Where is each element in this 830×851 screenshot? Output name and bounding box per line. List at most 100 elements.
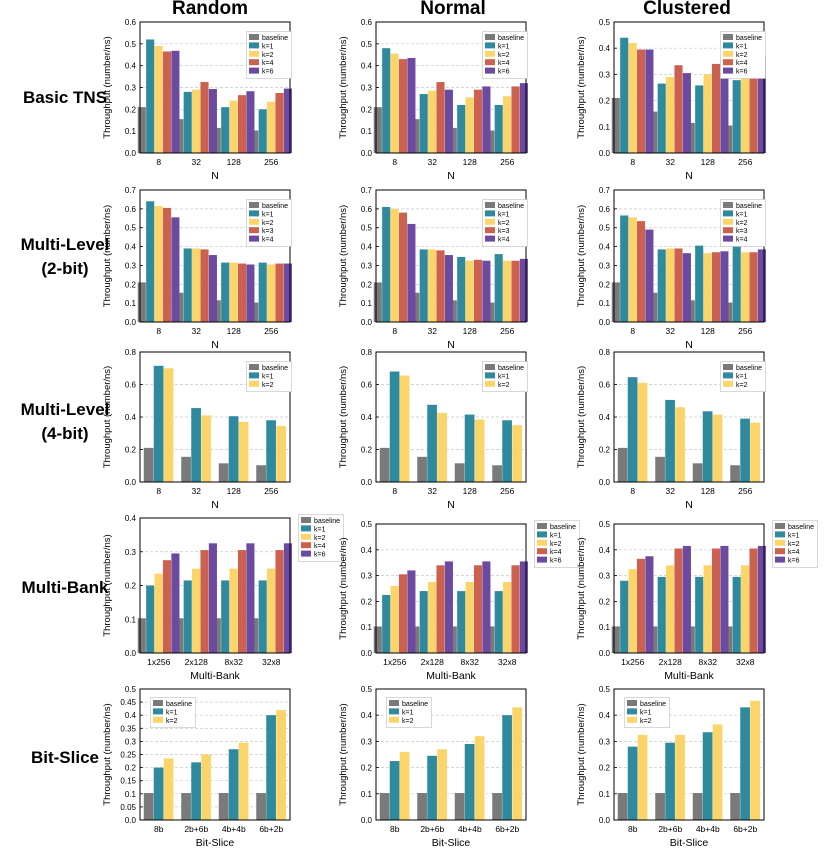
bar-k4-8 — [398, 59, 408, 153]
x-axis-label: N — [211, 170, 219, 182]
plot-frame — [139, 189, 291, 323]
legend-swatch — [249, 380, 259, 387]
x-tick-label: 2b+6b — [658, 824, 682, 834]
legend-swatch — [723, 227, 733, 234]
row-label-multi-level-2bit: Multi-Level (2-bit) — [20, 235, 110, 278]
legend-label: k=2 — [498, 220, 510, 227]
legend-label: k=2 — [166, 718, 178, 725]
bar-k2-8 — [390, 208, 399, 322]
bar-k2-8 — [163, 368, 174, 482]
legend-swatch — [775, 539, 785, 546]
bar-k1-8 — [389, 371, 400, 482]
y-axis-slice-normal: 0.00.10.20.30.40.5 — [361, 685, 373, 825]
legend-label: k=4 — [262, 237, 274, 244]
y-axis-slice-random: 0.00.050.10.150.20.250.30.350.40.450.5 — [120, 685, 136, 825]
y-tick-label: 0.0 — [599, 649, 611, 658]
bar-k2-6b+2b — [512, 707, 522, 820]
bar-k6-32x8 — [283, 543, 292, 653]
legend-swatch — [723, 210, 733, 217]
x-tick-label: 4b+4b — [458, 824, 482, 834]
x-tick-label: 8 — [630, 486, 635, 496]
x-tick-label: 256 — [738, 326, 752, 336]
bar-k2-8x32 — [465, 582, 474, 653]
legend-swatch — [389, 716, 399, 723]
bar-k3-128 — [473, 259, 483, 322]
bar-k2-128 — [703, 253, 712, 322]
x-axis-label: Multi-Bank — [426, 670, 476, 682]
x-axis-label: N — [447, 499, 455, 511]
legend-swatch — [537, 523, 547, 529]
y-tick-label: 0.5 — [599, 18, 611, 27]
bar-k1-8 — [620, 215, 629, 322]
x-tick-label: 32x8 — [498, 657, 517, 667]
y-tick-label: 0.4 — [125, 514, 137, 523]
bar-k2-128 — [229, 100, 238, 153]
legend-swatch — [249, 372, 259, 379]
legend-swatch — [627, 708, 637, 715]
bar-k1-128 — [221, 262, 230, 322]
bar-k1-8x32 — [695, 576, 704, 653]
y-label-mlc2-random: Throughput (number/ns) — [102, 205, 113, 307]
y-tick-label: 0.2 — [361, 764, 373, 773]
legend-swatch — [723, 202, 733, 208]
legend-label: k=1 — [262, 211, 274, 218]
legend-label: k=1 — [736, 373, 748, 380]
bar-k4-2x128 — [200, 550, 209, 653]
legend-swatch — [249, 59, 259, 66]
legend-label: k=6 — [736, 69, 748, 76]
bar-baseline-256 — [730, 465, 740, 482]
y-axis-label: Throughput (number/ns) — [338, 537, 349, 639]
legend-swatch — [249, 218, 259, 225]
x-tick-label: 32 — [192, 486, 202, 496]
bar-k1-8 — [146, 39, 155, 153]
x-tick-label: 8b — [628, 824, 638, 834]
bar-k1-4b+4b — [464, 744, 475, 820]
y-tick-label: 0.6 — [599, 381, 611, 390]
y-label-mlc4-normal: Throughput (number/ns) — [338, 366, 349, 468]
y-tick-label: 0.3 — [599, 261, 611, 270]
x-tick-label: 32 — [428, 486, 438, 496]
bar-k1-128 — [695, 245, 704, 322]
y-label-bank-clustered: Throughput (number/ns) — [576, 537, 587, 639]
y-tick-label: 0.1 — [599, 123, 611, 132]
bar-k2-32 — [666, 248, 675, 322]
bar-k2-8 — [399, 375, 410, 482]
y-axis-bank-random: 0.00.10.20.30.4 — [125, 514, 137, 658]
row-label-multi-level-4bit: Multi-Level (4-bit) — [20, 400, 110, 443]
legend-swatch — [537, 539, 547, 546]
bar-k2-32 — [675, 407, 685, 482]
bar-k6-1x256 — [171, 553, 180, 653]
x-axis-label: N — [685, 339, 693, 351]
bar-k1-128 — [221, 107, 230, 153]
legend-swatch — [723, 380, 733, 387]
bar-baseline-4b+4b — [218, 793, 229, 820]
legend-swatch — [485, 67, 495, 74]
bar-k1-8b — [627, 746, 638, 820]
legend-swatch — [723, 364, 733, 370]
bar-k1-256 — [494, 104, 503, 153]
bar-k3-128 — [711, 252, 721, 322]
bar-k1-1x256 — [620, 580, 629, 653]
legend-label: baseline — [550, 524, 576, 531]
bar-baseline-8 — [137, 282, 146, 322]
y-tick-label: 0.2 — [125, 582, 137, 591]
bar-k6-32x8 — [757, 545, 766, 653]
bar-k2-6b+2b — [750, 700, 760, 820]
bar-k1-8x32 — [221, 580, 230, 653]
bar-k6-1x256 — [645, 556, 654, 653]
legend-swatch — [775, 523, 785, 529]
x-tick-label: 8 — [392, 486, 397, 496]
y-tick-label: 0.4 — [599, 546, 611, 555]
bar-k1-8b — [389, 761, 400, 820]
legend-label: baseline — [498, 365, 524, 372]
y-tick-label: 0.3 — [125, 84, 137, 93]
y-axis-label: Throughput (number/ns) — [102, 205, 113, 307]
bar-k1-256 — [266, 420, 276, 482]
x-tick-label: 128 — [463, 157, 477, 167]
y-axis-label: Throughput (number/ns) — [102, 703, 113, 805]
bar-k4-256 — [757, 249, 766, 322]
bar-k1-128 — [464, 414, 475, 482]
legend-label: k=2 — [550, 541, 562, 548]
